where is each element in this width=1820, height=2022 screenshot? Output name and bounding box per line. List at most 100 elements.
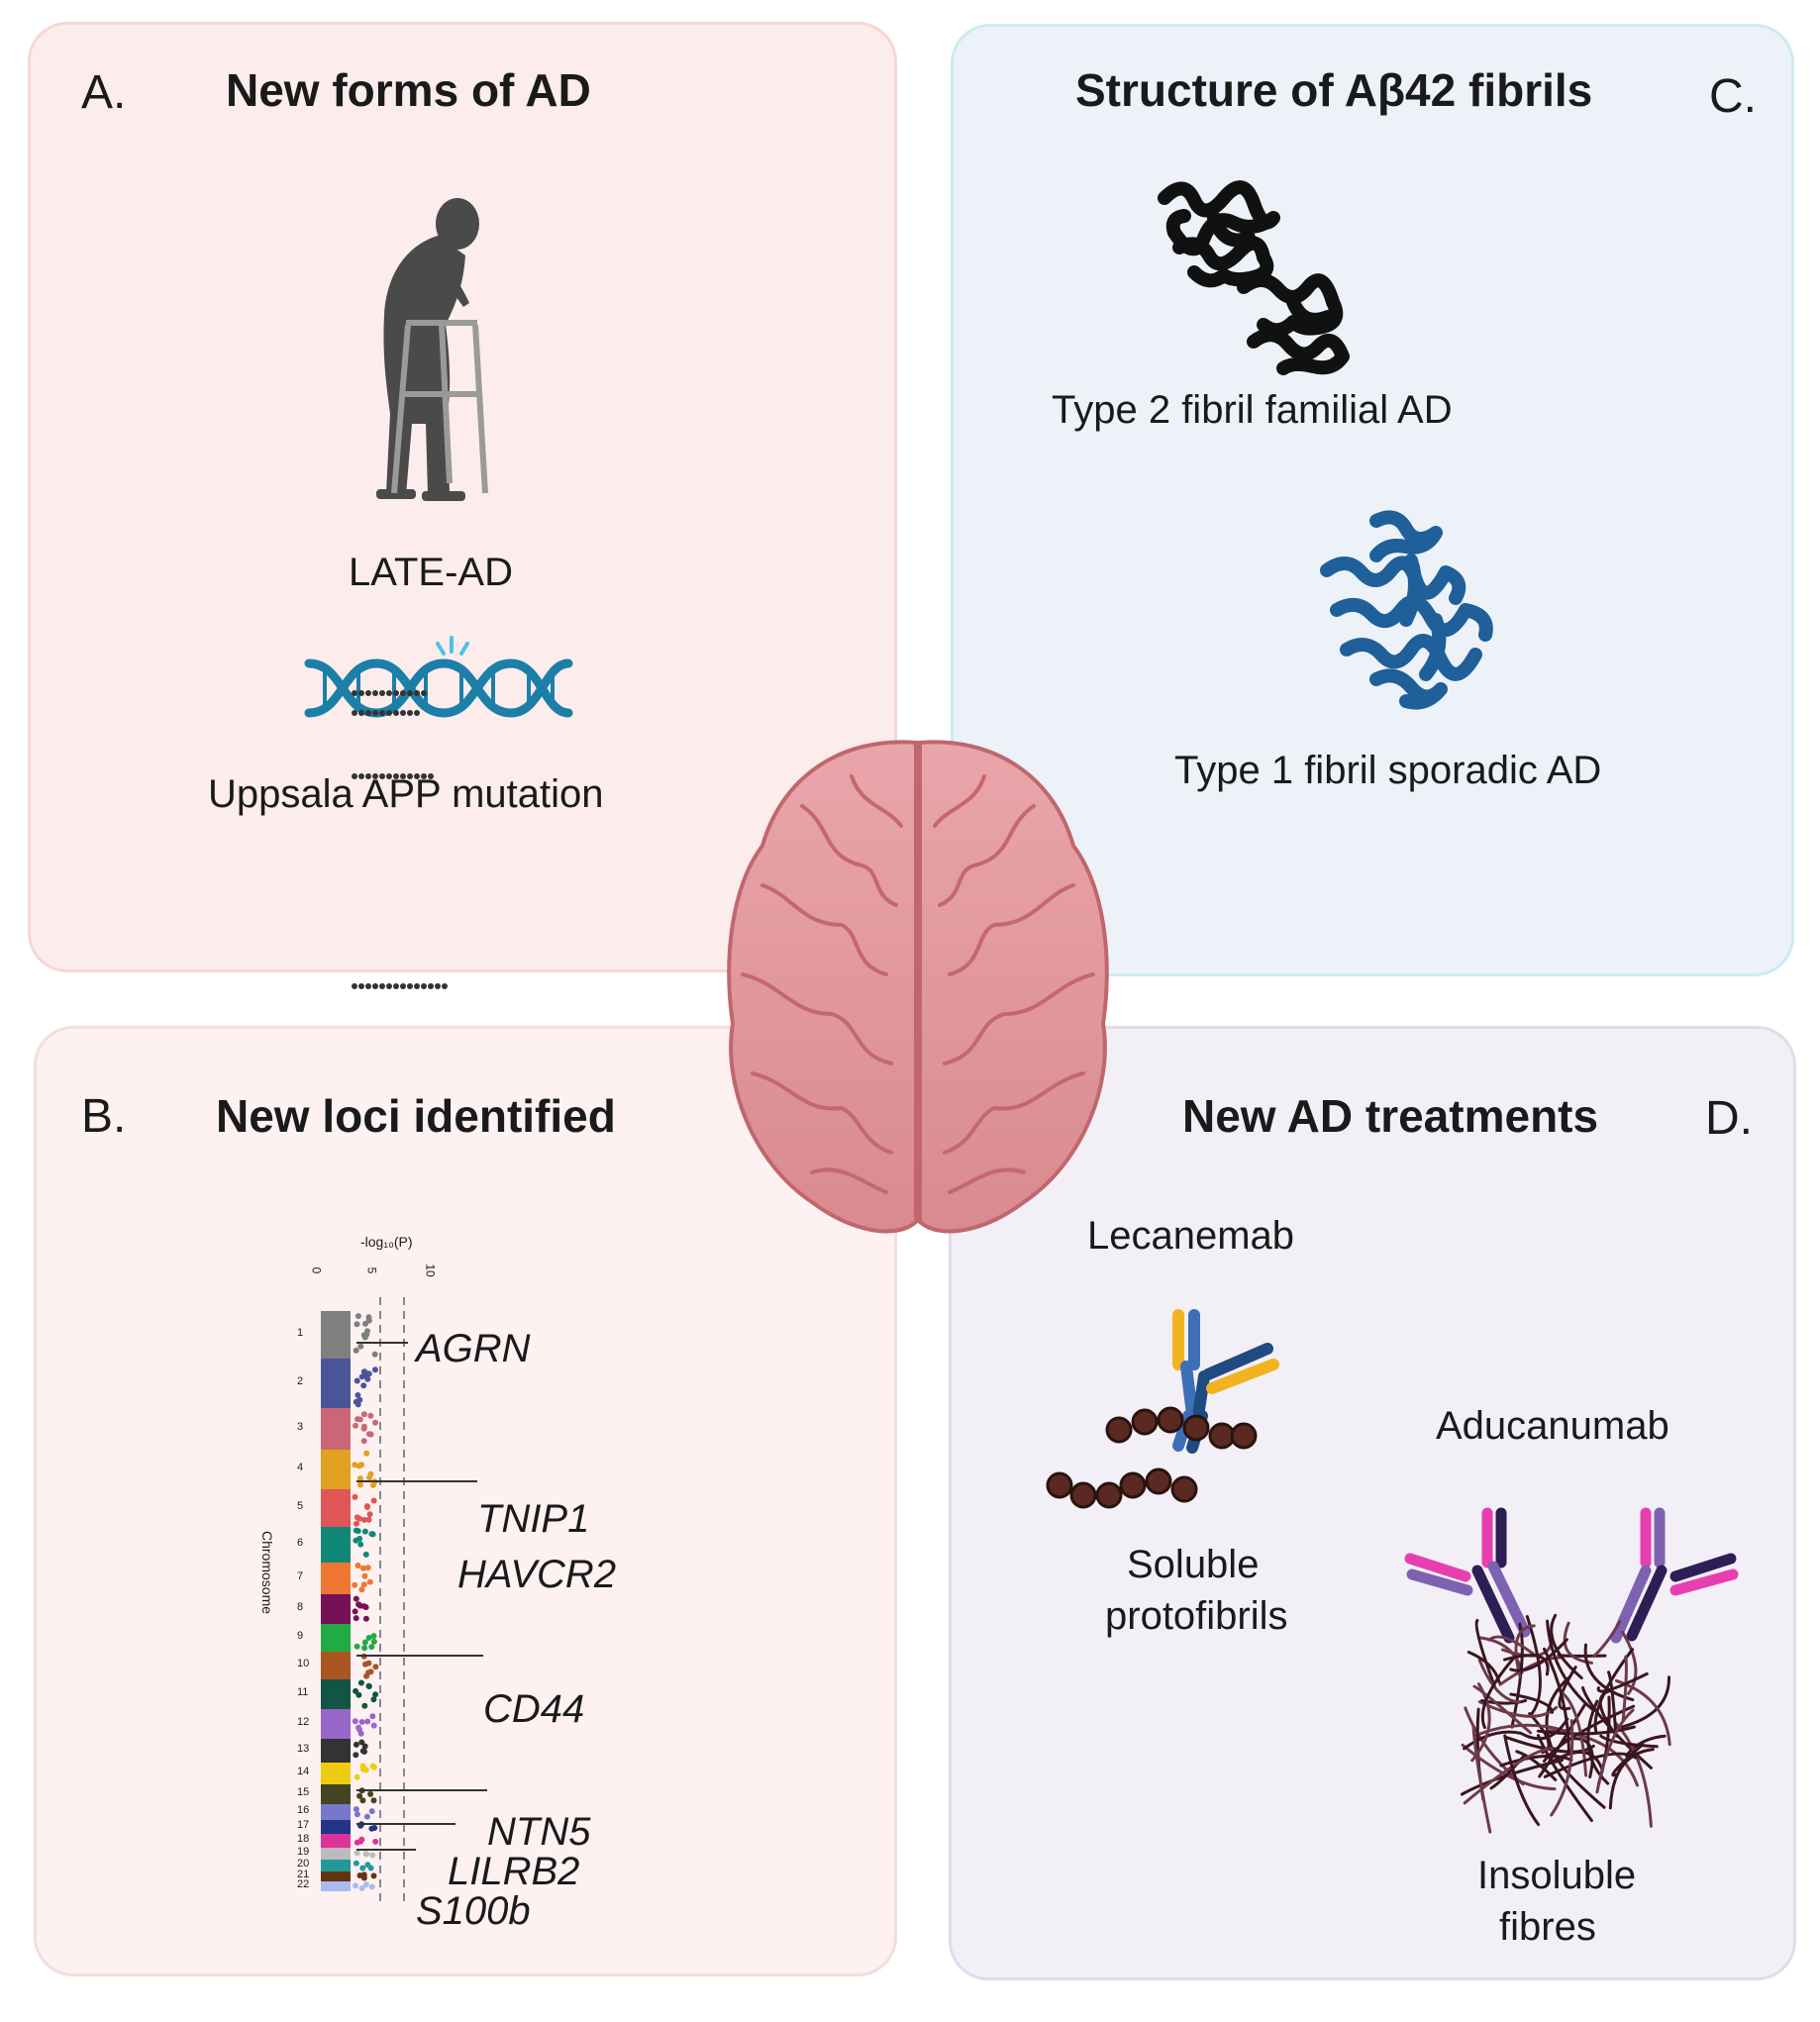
chromosome-label-4: 4 bbox=[297, 1462, 304, 1473]
plot-y-axis-title: -log₁₀(P) bbox=[360, 1234, 413, 1250]
chromosome-band-19 bbox=[321, 1848, 351, 1860]
snp-point bbox=[363, 1450, 370, 1457]
snp-point bbox=[352, 983, 357, 989]
snp-point bbox=[352, 690, 357, 696]
snp-point bbox=[352, 1493, 358, 1500]
snp-point bbox=[353, 1741, 359, 1748]
chromosome-band-8 bbox=[321, 1594, 351, 1624]
snp-point bbox=[368, 1644, 375, 1651]
gene-label-ntn5: NTN5 bbox=[487, 1810, 591, 1854]
snp-point bbox=[360, 1581, 367, 1588]
fibre-strand bbox=[1520, 1717, 1569, 1741]
fibre-strand bbox=[1477, 1658, 1521, 1704]
snp-point bbox=[368, 1531, 375, 1538]
chromosome-label-19: 19 bbox=[297, 1846, 310, 1858]
chromosome-label-21: 21 bbox=[297, 1869, 310, 1880]
gene-label-havcr2: HAVCR2 bbox=[457, 1553, 617, 1596]
chromosome-label-12: 12 bbox=[297, 1716, 310, 1728]
snp-point bbox=[353, 1347, 359, 1354]
chromosome-label-7: 7 bbox=[297, 1570, 304, 1582]
snp-point bbox=[352, 1462, 358, 1468]
snp-point bbox=[372, 773, 378, 779]
snp-point bbox=[354, 1313, 361, 1320]
chromosome-band-12 bbox=[321, 1709, 351, 1739]
soluble-protofibrils-icon bbox=[1046, 1406, 1258, 1509]
snp-point bbox=[365, 710, 371, 716]
snp-point bbox=[352, 1581, 358, 1588]
insoluble-label-line2: fibres bbox=[1499, 1905, 1596, 1949]
snp-point bbox=[359, 1797, 366, 1804]
fibre-strand bbox=[1525, 1615, 1542, 1717]
snp-point bbox=[354, 1563, 361, 1568]
snp-point bbox=[361, 1572, 368, 1579]
snp-point bbox=[364, 1565, 371, 1571]
chromosome-band-21 bbox=[321, 1871, 351, 1881]
fibre-strand bbox=[1514, 1624, 1536, 1678]
uppsala-label: Uppsala APP mutation bbox=[208, 772, 604, 816]
snp-point bbox=[386, 773, 392, 779]
soluble-label-line1: Soluble bbox=[1127, 1543, 1260, 1586]
snp-point bbox=[414, 983, 420, 989]
snp-point bbox=[355, 1601, 362, 1608]
snp-point bbox=[362, 1615, 369, 1622]
snp-point bbox=[379, 690, 385, 696]
fibre-strand bbox=[1463, 1730, 1523, 1751]
snp-point bbox=[353, 1882, 359, 1889]
gene-label-cd44: CD44 bbox=[483, 1687, 585, 1731]
snp-point bbox=[361, 1639, 368, 1646]
chromosome-band-7 bbox=[321, 1563, 351, 1594]
fibre-strand bbox=[1608, 1748, 1655, 1810]
snp-point bbox=[414, 773, 420, 779]
chromosome-label-15: 15 bbox=[297, 1786, 310, 1798]
snp-point bbox=[400, 690, 406, 696]
snp-point bbox=[356, 1535, 363, 1542]
snp-point bbox=[354, 1773, 360, 1780]
snp-point bbox=[358, 1836, 365, 1843]
lecanemab-label: Lecanemab bbox=[1087, 1214, 1295, 1258]
snp-point bbox=[367, 1865, 374, 1871]
panel-fibril-structure bbox=[951, 24, 1794, 976]
snp-point bbox=[354, 1377, 360, 1384]
snp-point bbox=[361, 1749, 367, 1755]
snp-point bbox=[400, 710, 406, 716]
snp-point bbox=[361, 1516, 367, 1523]
snp-point bbox=[372, 1419, 378, 1426]
snp-point bbox=[353, 1595, 359, 1602]
snp-point bbox=[361, 1528, 368, 1535]
snp-point bbox=[365, 1683, 372, 1689]
snp-point bbox=[353, 1615, 359, 1622]
chromosome-label-6: 6 bbox=[297, 1537, 304, 1549]
snp-point bbox=[370, 1633, 377, 1640]
snp-point bbox=[354, 1850, 360, 1857]
type1-fibril-label: Type 1 fibril sporadic AD bbox=[1174, 749, 1602, 792]
fibre-strand bbox=[1552, 1747, 1606, 1809]
manhattan-plot-graphic bbox=[321, 690, 487, 1901]
snp-point bbox=[372, 983, 378, 989]
snp-point bbox=[371, 1351, 378, 1358]
fibre-strand bbox=[1543, 1647, 1570, 1756]
panel-c-title: Structure of Aβ42 fibrils bbox=[1075, 64, 1593, 116]
elderly-person-icon bbox=[376, 198, 488, 501]
chromosome-band-3 bbox=[321, 1408, 351, 1450]
chromosome-label-13: 13 bbox=[297, 1743, 310, 1755]
panel-a-letter: A. bbox=[81, 66, 127, 119]
snp-point bbox=[369, 1852, 376, 1859]
snp-point bbox=[428, 983, 434, 989]
snp-point bbox=[365, 983, 371, 989]
snp-point bbox=[356, 1872, 363, 1878]
snp-point bbox=[400, 983, 406, 989]
gene-label-tnip1: TNIP1 bbox=[477, 1497, 590, 1541]
lecanemab-antibody-icon bbox=[1172, 1309, 1279, 1454]
snp-point bbox=[365, 1317, 372, 1324]
snp-point bbox=[365, 1516, 372, 1523]
fibre-strand bbox=[1509, 1692, 1554, 1714]
snp-point bbox=[363, 1813, 370, 1820]
snp-point bbox=[368, 1825, 375, 1832]
snp-point bbox=[366, 1474, 373, 1481]
snp-point bbox=[354, 1811, 360, 1818]
gene-label-lilrb2: LILRB2 bbox=[448, 1850, 580, 1893]
soluble-label-line2: protofibrils bbox=[1105, 1594, 1288, 1638]
snp-point bbox=[356, 1792, 363, 1799]
snp-point bbox=[358, 1739, 365, 1746]
fibre-strand bbox=[1550, 1719, 1574, 1817]
